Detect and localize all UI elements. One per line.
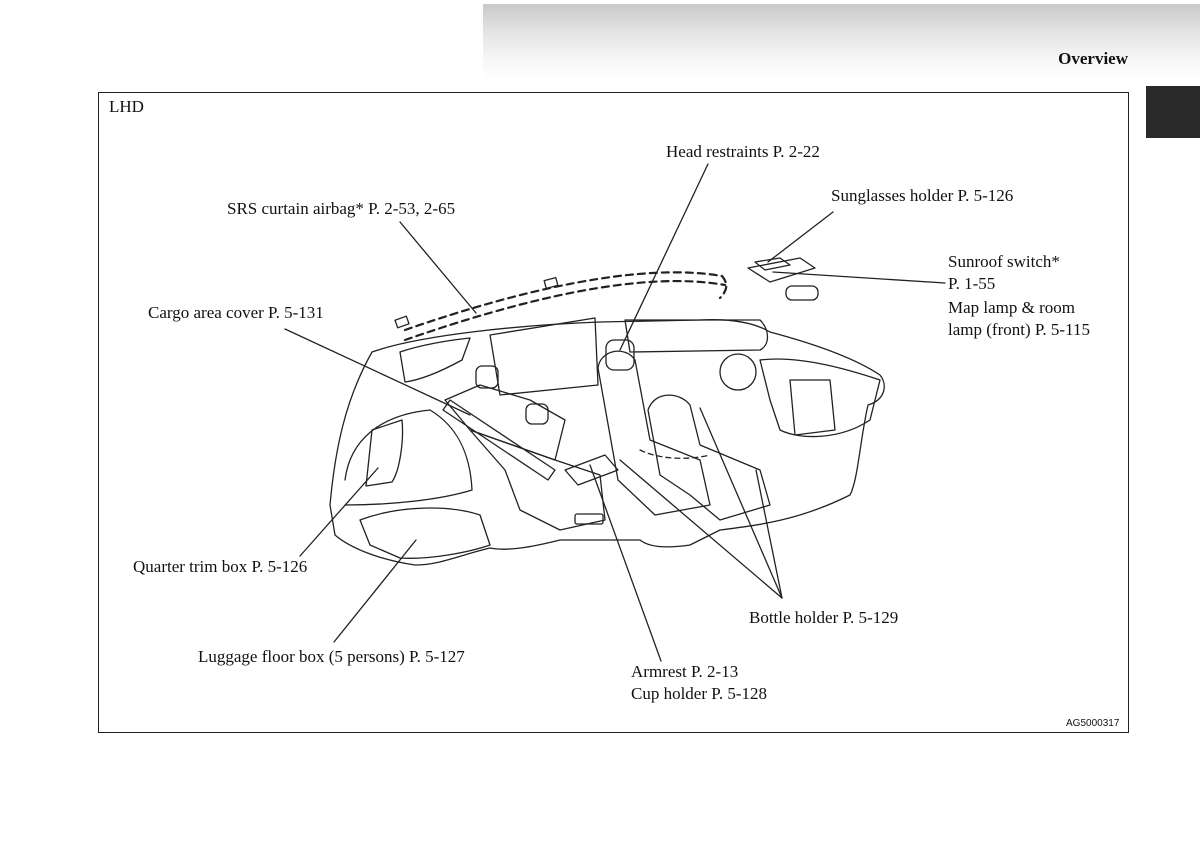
leader-armrest: [589, 464, 662, 662]
header-band: [483, 4, 1200, 80]
callout-cargo-area-cover: Cargo area cover P. 5-131: [148, 303, 324, 322]
leader-bottle-2: [699, 407, 783, 599]
steering-wheel: [719, 353, 757, 391]
rear-head-restraint: [525, 403, 549, 425]
armrest-shape: [564, 454, 619, 486]
variant-label: LHD: [109, 97, 144, 116]
overhead-console: [747, 257, 816, 283]
vehicle-body-outline: [329, 319, 885, 566]
cargo-cover-roll: [442, 399, 556, 481]
front-seat-driver: [647, 394, 771, 521]
callout-luggage-floor-box: Luggage floor box (5 persons) P. 5-127: [198, 647, 465, 666]
leader-head-restraints: [619, 163, 709, 351]
callout-armrest: Armrest P. 2-13: [631, 662, 739, 681]
bottle-holder-door-pocket: [639, 449, 711, 459]
callout-map-lamp-page: lamp (front) P. 5-115: [948, 320, 1090, 339]
rear-quarter-panel: [344, 409, 473, 506]
leader-sunglasses: [767, 211, 834, 263]
roof-clip: [543, 276, 559, 290]
front-window: [624, 319, 769, 353]
callout-srs-curtain-airbag: SRS curtain airbag* P. 2-53, 2-65: [227, 199, 456, 218]
center-console: [789, 379, 836, 436]
luggage-floor: [359, 507, 491, 559]
quarter-trim-box-shape: [365, 419, 404, 487]
dashboard: [759, 358, 881, 438]
front-seat-passenger: [597, 350, 711, 516]
callout-sunroof-switch: Sunroof switch*: [948, 252, 1060, 271]
callout-bottle-holder: Bottle holder P. 5-129: [749, 608, 899, 627]
leader-quarter-trim: [299, 467, 379, 557]
front-head-restraint: [605, 339, 635, 371]
rear-window-frame: [399, 337, 471, 383]
rear-seat-cushion: [469, 429, 606, 531]
cup-holder-shape: [574, 513, 604, 525]
leader-srs-airbag: [399, 221, 477, 314]
callout-cup-holder: Cup holder P. 5-128: [631, 684, 767, 703]
leader-sunroof: [772, 271, 946, 284]
rear-view-mirror: [785, 285, 819, 301]
callout-sunglasses-holder: Sunglasses holder P. 5-126: [831, 186, 1014, 205]
section-title: Overview: [1058, 49, 1128, 68]
side-window: [489, 317, 599, 396]
callout-map-lamp: Map lamp & room: [948, 298, 1076, 317]
leader-bottle-3: [755, 469, 783, 599]
roof-clip: [394, 315, 410, 329]
leader-luggage-floor: [333, 539, 417, 643]
callout-head-restraints: Head restraints P. 2-22: [666, 142, 820, 161]
srs-curtain-airbag-outline: [403, 271, 728, 342]
rear-head-restraint: [475, 365, 499, 389]
sunglasses-holder-shape: [754, 257, 791, 271]
figure-frame: [98, 92, 1129, 733]
callout-quarter-trim-box: Quarter trim box P. 5-126: [133, 557, 308, 576]
callout-sunroof-page: P. 1-55: [948, 274, 996, 293]
chapter-tab-marker: [1146, 86, 1200, 138]
figure-code: AG5000317: [1066, 718, 1120, 729]
leader-bottle-1: [619, 459, 783, 599]
leader-cargo-cover: [284, 328, 471, 416]
